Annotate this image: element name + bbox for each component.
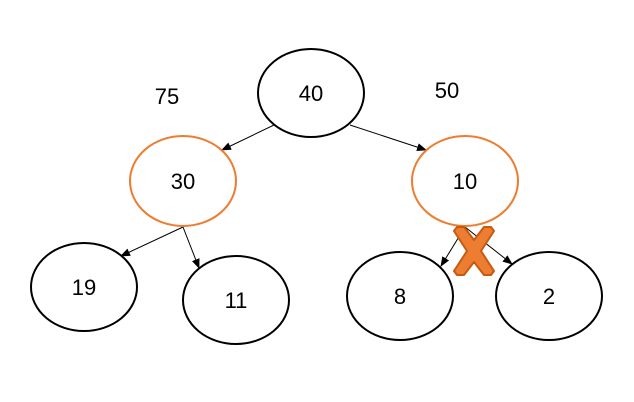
- node-right-left: 8: [346, 251, 454, 341]
- node-right-right: 2: [495, 251, 603, 341]
- edge-left-to-left-right: [182, 226, 200, 269]
- node-left-right-label: 11: [225, 288, 248, 313]
- node-right-right-label: 2: [543, 284, 555, 309]
- node-root: 40: [257, 48, 365, 138]
- edge-root-to-left: [221, 124, 275, 151]
- node-right-label: 10: [453, 169, 477, 194]
- weight-label-left: 75: [155, 84, 179, 109]
- node-left: 30: [129, 135, 237, 227]
- node-left-left-label: 19: [72, 275, 96, 300]
- edge-right-to-right-right: [464, 226, 513, 265]
- edge-root-to-right: [349, 124, 427, 151]
- node-left-label: 30: [171, 169, 195, 194]
- node-right-left-label: 8: [394, 284, 406, 309]
- node-right: 10: [411, 135, 519, 227]
- edge-left-to-left-left: [120, 226, 184, 257]
- node-root-label: 40: [299, 81, 323, 106]
- node-left-right: 11: [182, 255, 290, 345]
- weight-label-right: 50: [435, 78, 459, 103]
- node-left-left: 19: [30, 242, 138, 332]
- cross-icon: [453, 226, 495, 276]
